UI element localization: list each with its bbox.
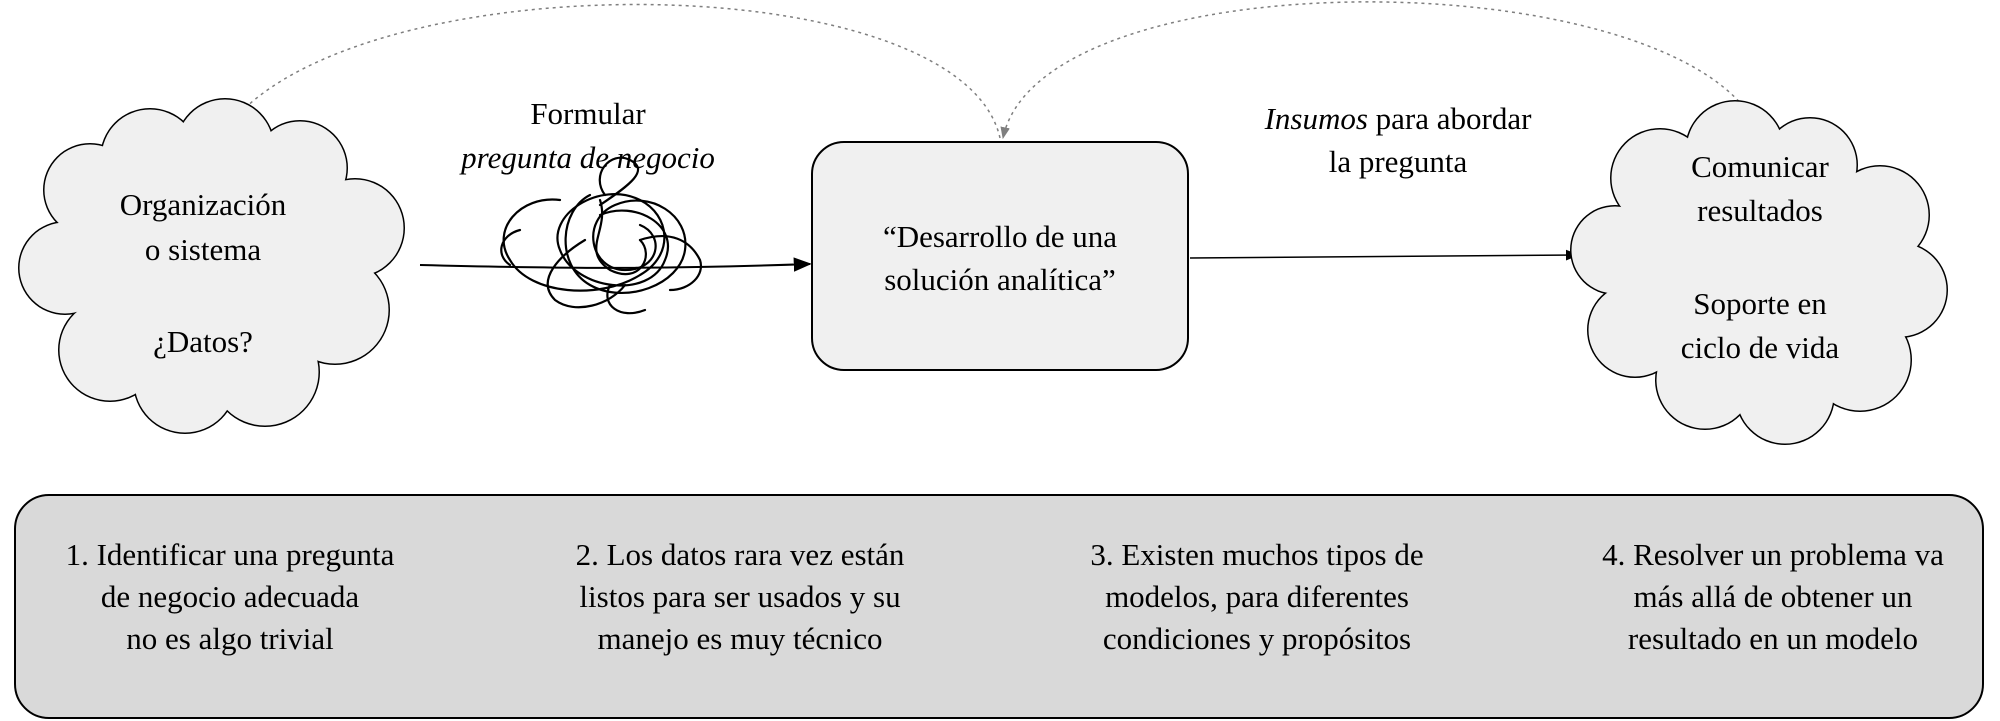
pregunta-negocio-label: pregunta de negocio (459, 140, 715, 175)
feedback-arc-right (1000, 1, 1753, 140)
center-box-line1: “Desarrollo de una (883, 219, 1117, 254)
challenge-4-line3: resultado en un modelo (1628, 621, 1918, 656)
left-cloud-line1: Organización (120, 187, 287, 222)
challenge-4-line1: 4. Resolver un problema va (1602, 537, 1944, 572)
left-cloud: Organización o sistema ¿Datos? (18, 98, 405, 434)
challenge-1-line3: no es algo trivial (126, 621, 333, 656)
challenge-2-line2: listos para ser usados y su (579, 579, 900, 614)
challenge-1-line1: 1. Identificar una pregunta (66, 537, 395, 572)
insumos-italic: Insumos (1264, 101, 1368, 136)
challenges-panel: 1. Identificar una pregunta de negocio a… (14, 494, 1984, 719)
challenge-2: 2. Los datos rara vez están listos para … (576, 537, 905, 656)
right-cloud-line4: ciclo de vida (1681, 330, 1840, 365)
challenge-2-line3: manejo es muy técnico (598, 621, 883, 656)
insumos-label-line2: la pregunta (1329, 144, 1468, 179)
left-cloud-line2: o sistema (145, 232, 261, 267)
challenge-4: 4. Resolver un problema va más allá de o… (1602, 537, 1944, 656)
formular-label: Formular (530, 96, 646, 131)
arrow-to-right-cloud (1189, 249, 1580, 261)
challenge-4-line2: más allá de obtener un (1634, 579, 1913, 614)
challenge-1: 1. Identificar una pregunta de negocio a… (66, 537, 395, 656)
right-cloud-line1: Comunicar (1691, 149, 1829, 184)
right-cloud-line2: resultados (1697, 193, 1823, 228)
insumos-label-line1: Insumos para abordar (1264, 101, 1533, 136)
right-cloud: Comunicar resultados Soporte en ciclo de… (1570, 100, 1948, 445)
challenge-3-line1: 3. Existen muchos tipos de (1090, 537, 1423, 572)
center-box-line2: solución analítica” (884, 262, 1116, 297)
right-cloud-line3: Soporte en (1693, 286, 1827, 321)
tangle-scribble (500, 156, 703, 315)
challenge-3-line3: condiciones y propósitos (1103, 621, 1411, 656)
insumos-rest: para abordar (1368, 101, 1532, 136)
center-box: “Desarrollo de una solución analítica” (811, 141, 1189, 371)
challenge-2-line1: 2. Los datos rara vez están (576, 537, 905, 572)
challenge-1-line2: de negocio adecuada (101, 579, 359, 614)
feedback-arc-left (219, 3, 1001, 140)
challenge-3: 3. Existen muchos tipos de modelos, para… (1090, 537, 1423, 656)
left-cloud-line3: ¿Datos? (153, 324, 253, 359)
arrow-to-center-box (419, 257, 812, 272)
challenge-3-line2: modelos, para diferentes (1105, 579, 1409, 614)
